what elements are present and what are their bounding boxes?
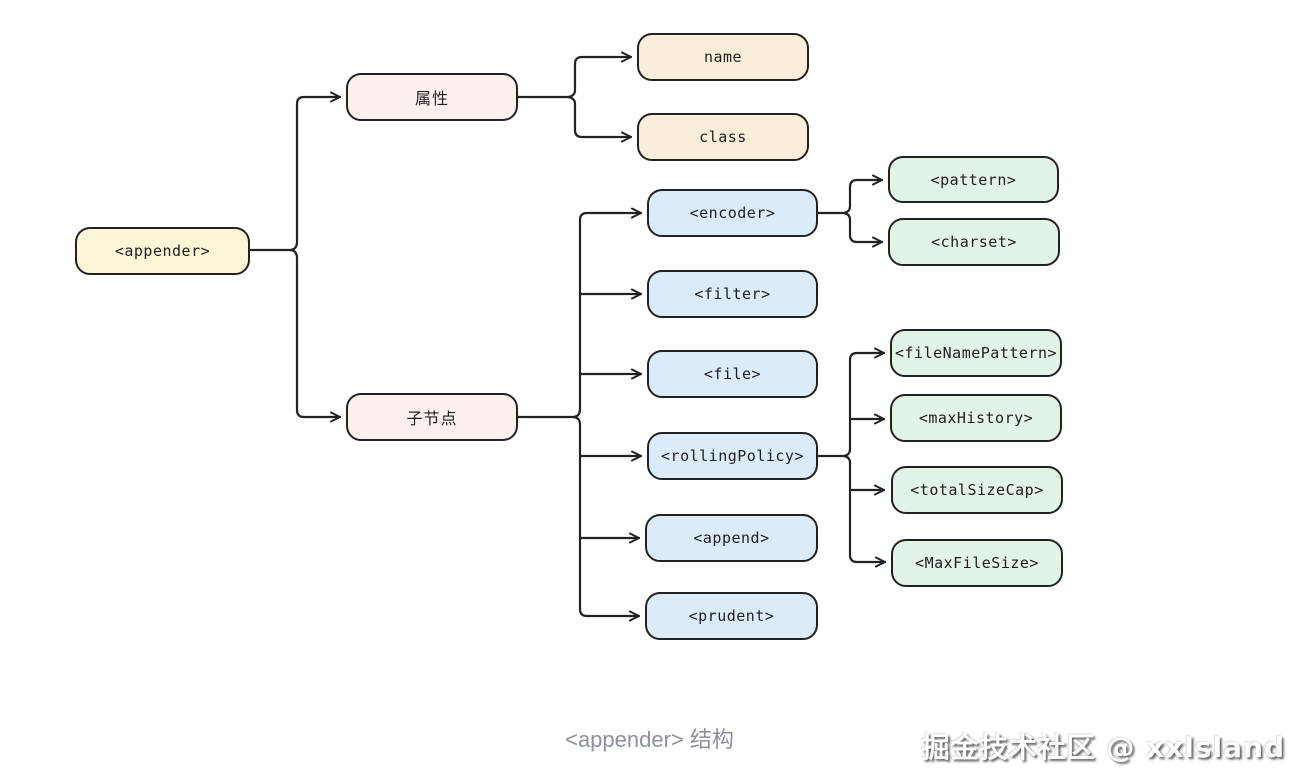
- edge-children-prudent: [572, 415, 641, 622]
- edge-root-children: [289, 248, 342, 423]
- edge-children-encoder: [572, 207, 643, 419]
- node-charset: <charset>: [888, 218, 1060, 266]
- node-pattern: <pattern>: [888, 156, 1059, 203]
- node-name: name: [637, 33, 809, 81]
- node-maxfilesize: <MaxFileSize>: [891, 539, 1063, 587]
- edge-rolling-maxfilesize: [842, 454, 887, 568]
- node-append: <append>: [645, 514, 818, 562]
- node-totalsizecap: <totalSizeCap>: [891, 466, 1063, 514]
- edge-attrs-class: [566, 95, 633, 143]
- watermark-text: 掘金技术社区 @ xxlsland: [921, 731, 1285, 764]
- diagram-caption: <appender> 结构: [565, 727, 734, 752]
- node-filter: <filter>: [647, 270, 818, 318]
- edge-attrs-name: [566, 51, 633, 99]
- node-file: <file>: [647, 350, 818, 398]
- edge-root-attrs: [289, 91, 342, 252]
- node-class: class: [637, 113, 809, 161]
- node-prudent: <prudent>: [645, 592, 818, 640]
- edge-encoder-charset: [842, 211, 884, 248]
- node-children-group: 子节点: [346, 393, 518, 441]
- node-attributes-group: 属性: [346, 73, 518, 121]
- node-maxhistory: <maxHistory>: [890, 394, 1062, 442]
- edge-encoder-pattern: [842, 174, 884, 215]
- node-rollingpolicy: <rollingPolicy>: [647, 432, 818, 480]
- node-filenamepattern: <fileNamePattern>: [890, 329, 1062, 377]
- edge-rolling-filenamepattern: [842, 347, 886, 458]
- node-encoder: <encoder>: [647, 189, 818, 237]
- node-appender: <appender>: [75, 227, 250, 275]
